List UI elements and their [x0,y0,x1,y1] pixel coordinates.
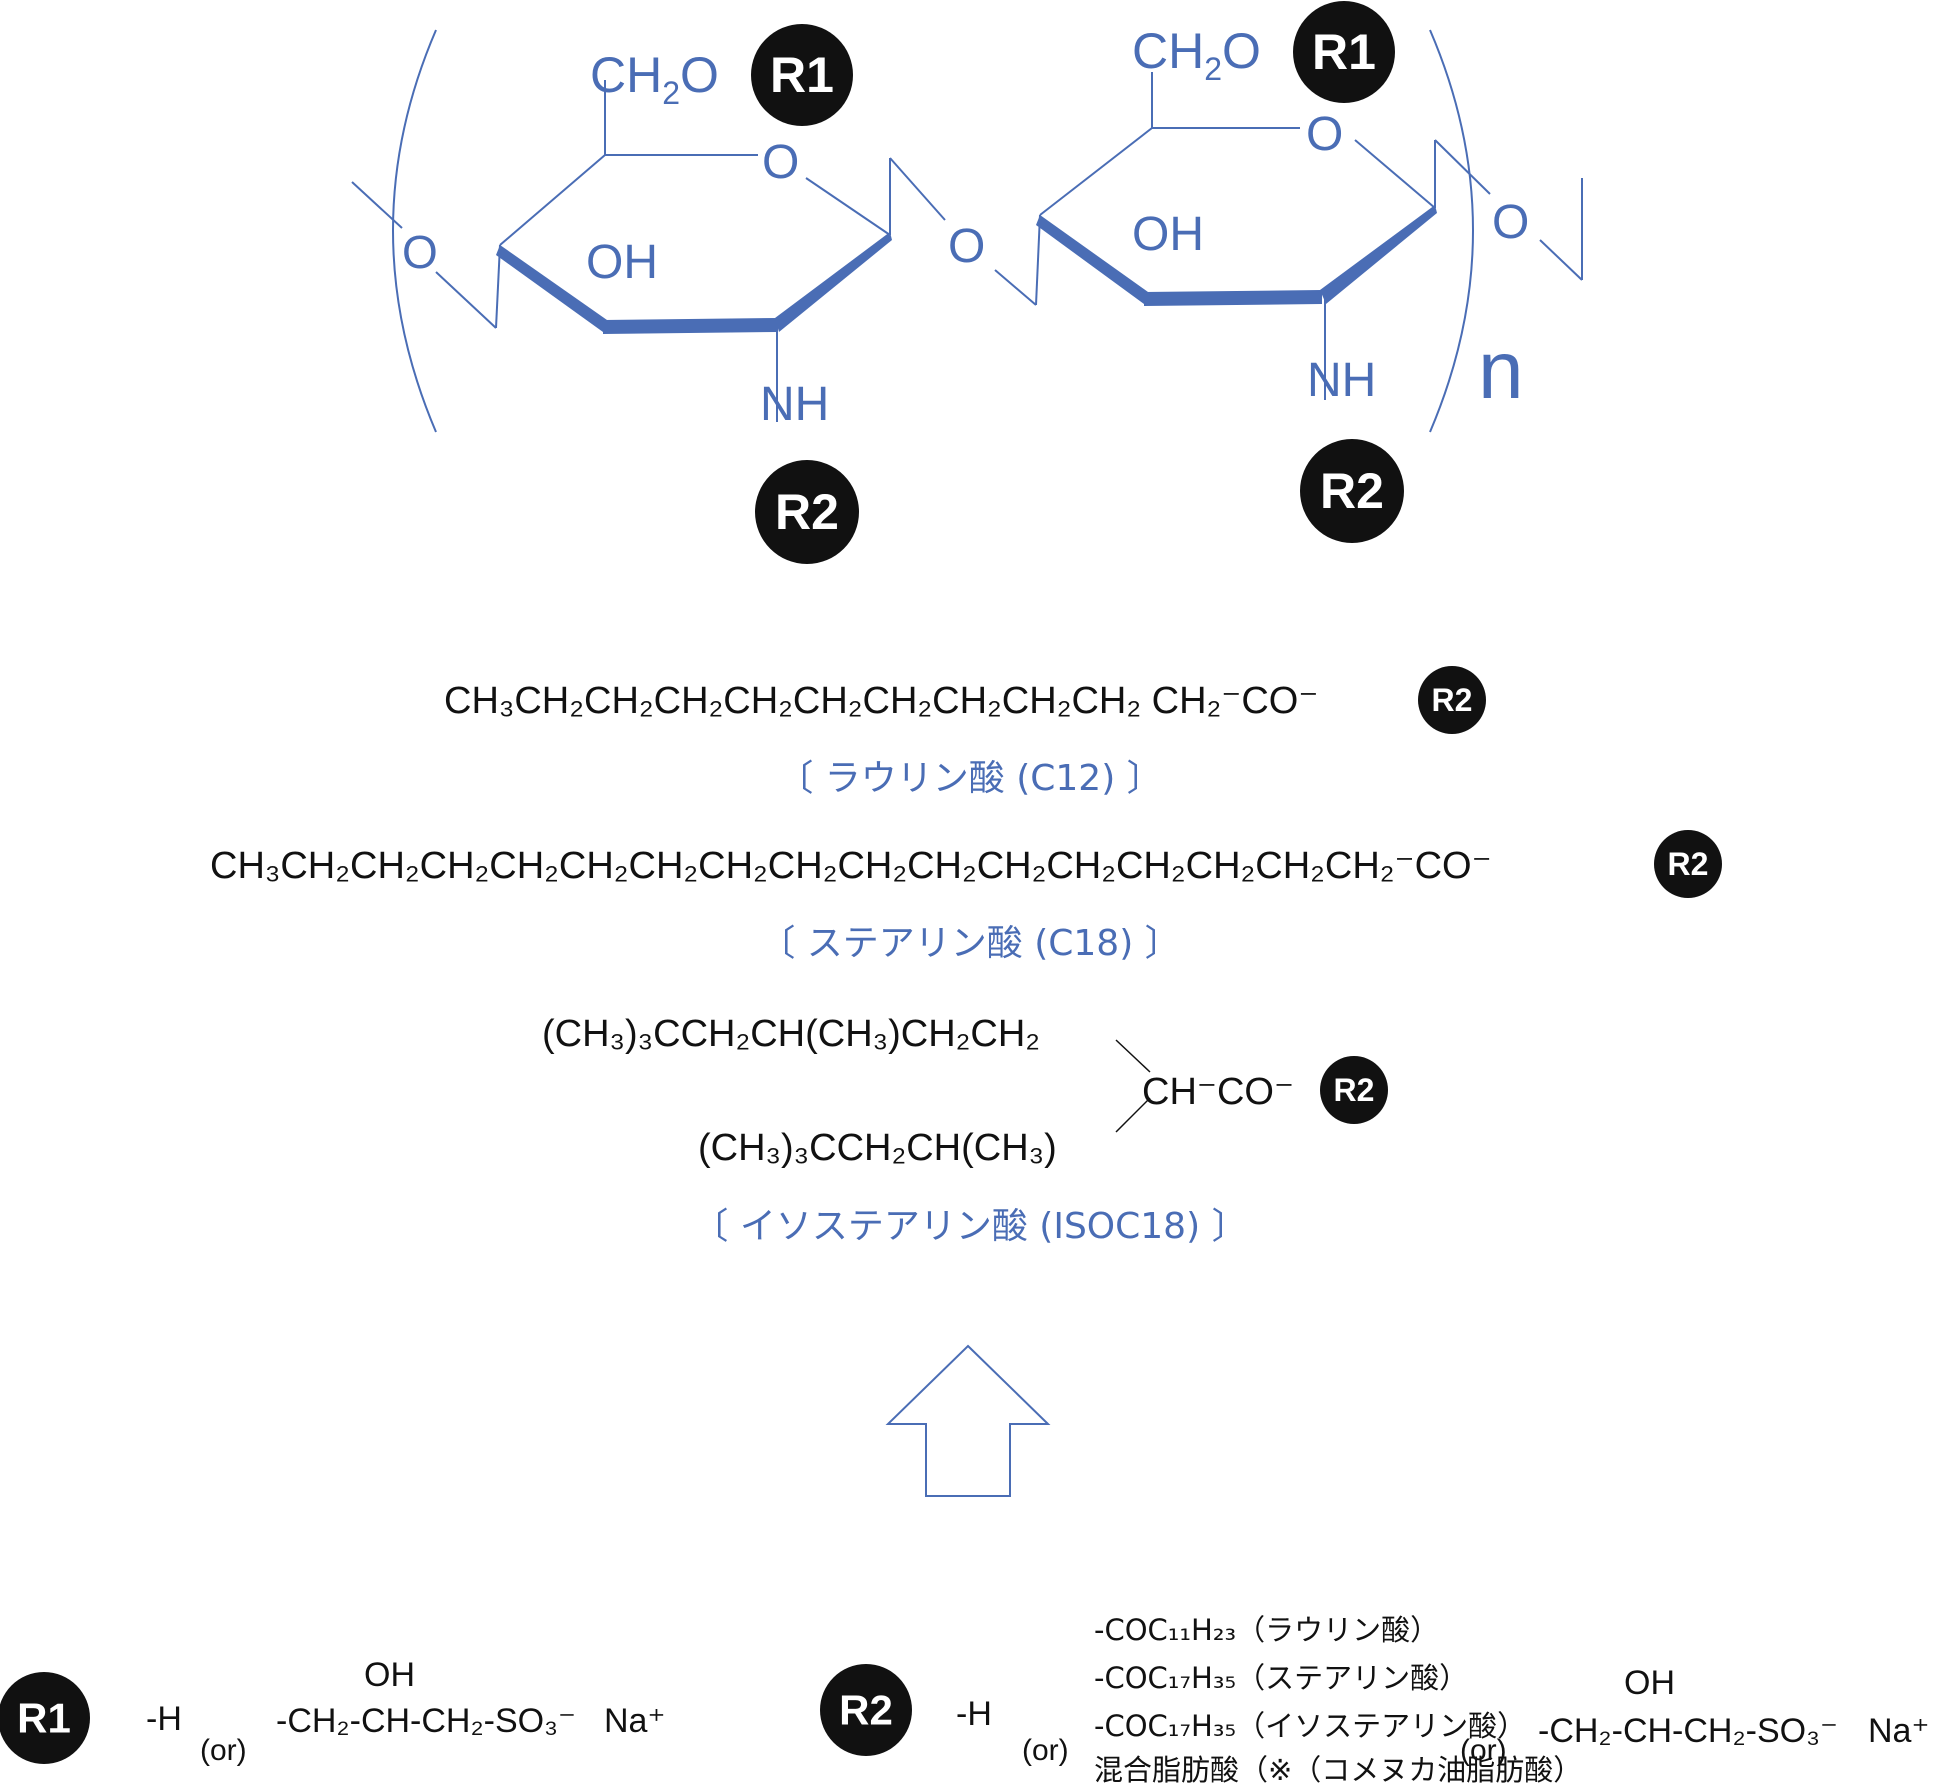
up-arrow-icon [885,1344,1051,1497]
svg-text:R1: R1 [1312,24,1376,80]
r2-na: Na⁺ [1868,1712,1929,1750]
r2-chain: -CH₂-CH-CH₂-SO₃⁻ [1538,1712,1838,1750]
r2-badge-2: R2 [1300,439,1404,543]
right-end-o-label: O [1492,196,1529,249]
nh-label-2: NH [1307,354,1376,407]
svg-text:R2: R2 [839,1687,893,1734]
r2-legend-badge: R2 [820,1664,912,1756]
fatty-acid-list: CH₃CH₂CH₂CH₂CH₂CH₂CH₂CH₂CH₂CH₂ CH₂⁻CO⁻ R… [210,666,1722,1247]
r2-or-2: (or) [1460,1734,1507,1767]
left-end-o-label: O [402,226,438,278]
svg-text:R2: R2 [1432,682,1473,718]
svg-text:R2: R2 [1320,463,1384,519]
svg-text:R1: R1 [770,47,834,103]
r1-oh: OH [364,1656,415,1694]
svg-text:R2: R2 [1668,846,1709,882]
r1-na: Na⁺ [604,1702,665,1740]
r2-or-1: (or) [1022,1734,1069,1767]
repeat-n-label: n [1478,325,1524,416]
r2-badge-isostearic: R2 [1320,1056,1388,1124]
r2-oh: OH [1624,1664,1675,1702]
nh-label-1: NH [760,378,829,431]
link-o-label: O [948,220,985,273]
svg-text:R2: R2 [775,484,839,540]
r1-legend-badge: R1 [0,1672,90,1764]
r2-option-mixed: 混合脂肪酸（※（コメヌカ油脂肪酸） [1094,1753,1582,1786]
isostearic-ch-co: CH⁻CO⁻ [1142,1071,1294,1113]
oh-label-1: OH [586,236,658,289]
r2-badge-lauric: R2 [1418,666,1486,734]
r1-badge-2: R1 [1293,1,1395,103]
right-bracket [1429,29,1474,433]
r1-h: -H [146,1700,182,1738]
left-bracket [392,29,437,433]
r2-option-lauric: -COC₁₁H₂₃（ラウリン酸） [1094,1613,1439,1647]
ch2o-label-1: CH2O [590,47,719,111]
lauric-formula: CH₃CH₂CH₂CH₂CH₂CH₂CH₂CH₂CH₂CH₂ CH₂⁻CO⁻ [444,680,1318,722]
r1-badge-1: R1 [751,24,853,126]
ch2o-label-2: CH2O [1132,23,1261,87]
polymer-structure: O CH2O O OH NH O CH2O O OH NH O n R1 R1 … [351,1,1583,564]
r1-chain: -CH₂-CH-CH₂-SO₃⁻ [276,1702,576,1740]
oh-label-2: OH [1132,208,1204,261]
stearic-name: 〔 ステアリン酸 (C18) 〕 [759,923,1180,964]
isostearic-bottom-branch: (CH₃)₃CCH₂CH(CH₃) [698,1127,1057,1169]
ring-o-label-1: O [762,136,799,189]
r2-h: -H [956,1695,992,1733]
r2-option-isostearic: -COC₁₇H₃₅（イソステアリン酸） [1094,1709,1526,1743]
r2-badge-stearic: R2 [1654,830,1722,898]
iso-branch-line-bottom [1115,1097,1151,1133]
isostearic-name: 〔 イソステアリン酸 (ISOC18) 〕 [692,1206,1247,1247]
iso-branch-line-top [1115,1039,1151,1073]
svg-text:R2: R2 [1334,1072,1375,1108]
ring-o-label-2: O [1306,108,1343,161]
stearic-formula: CH₃CH₂CH₂CH₂CH₂CH₂CH₂CH₂CH₂CH₂CH₂CH₂CH₂C… [210,845,1492,887]
r2-option-stearic: -COC₁₇H₃₅（ステアリン酸） [1094,1661,1468,1695]
r2-legend: R2 -H (or) -COC₁₁H₂₃（ラウリン酸） -COC₁₇H₃₅（ステ… [820,1613,1929,1786]
lauric-name: 〔 ラウリン酸 (C12) 〕 [777,758,1162,799]
svg-text:R1: R1 [17,1695,71,1742]
isostearic-top-branch: (CH₃)₃CCH₂CH(CH₃)CH₂CH₂ [542,1013,1040,1055]
r1-or: (or) [200,1734,247,1767]
r1-legend: R1 -H (or) OH -CH₂-CH-CH₂-SO₃⁻ Na⁺ [0,1656,665,1767]
r2-badge-1: R2 [755,460,859,564]
